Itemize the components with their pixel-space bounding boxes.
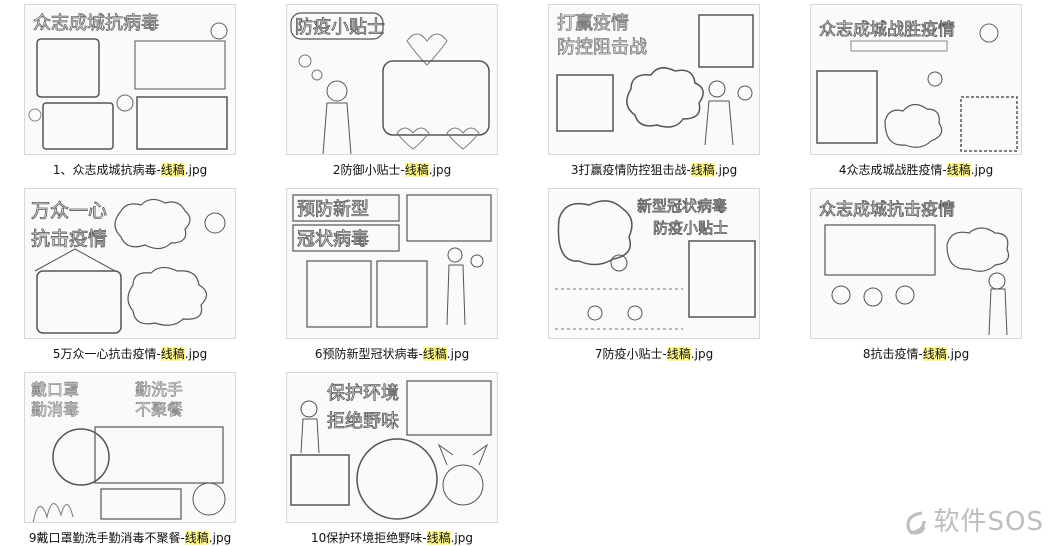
thumbnail-10[interactable]: 保护环境 拒绝野味 xyxy=(286,372,498,523)
svg-text:防控阻击战: 防控阻击战 xyxy=(557,37,647,58)
line-art-7: 新型冠状病毒 防疫小贴士 xyxy=(555,197,756,330)
thumbnail-9[interactable]: 戴口罩 勤消毒 勤洗手 不聚餐 xyxy=(24,372,236,523)
line-art-4: 众志成城战胜疫情 xyxy=(816,20,1018,152)
svg-text:拒绝野味: 拒绝野味 xyxy=(327,411,399,432)
svg-text:防疫小贴士: 防疫小贴士 xyxy=(653,219,728,237)
svg-text:众志成城战胜疫情: 众志成城战胜疫情 xyxy=(819,20,955,40)
line-art-10: 保护环境 拒绝野味 xyxy=(290,380,492,520)
file-name-9[interactable]: 9戴口罩勤洗手勤消毒不聚餐-线稿.jpg xyxy=(28,531,232,545)
file-name-10[interactable]: 10保护环境拒绝野味-线稿.jpg xyxy=(310,531,473,545)
thumbnail-3[interactable]: 打赢疫情 防控阻击战 xyxy=(548,4,760,155)
svg-text:勤消毒: 勤消毒 xyxy=(31,400,79,419)
svg-text:防疫小贴士: 防疫小贴士 xyxy=(295,17,385,38)
thumbnail-5[interactable]: 万众一心 抗击疫情 xyxy=(24,188,236,339)
thumbnail-8[interactable]: 众志成城抗击疫情 xyxy=(810,188,1022,339)
thumbnail-2[interactable]: 防疫小贴士 xyxy=(286,4,498,155)
svg-text:冠状病毒: 冠状病毒 xyxy=(297,229,369,250)
svg-text:打赢疫情: 打赢疫情 xyxy=(557,12,629,34)
file-name-5[interactable]: 5万众一心抗击疫情-线稿.jpg xyxy=(52,347,208,361)
thumbnail-1[interactable]: 众志成城抗病毒 xyxy=(24,4,236,155)
svg-text:不聚餐: 不聚餐 xyxy=(135,400,183,419)
watermark: 软件SOS xyxy=(902,501,1044,538)
line-art-8: 众志成城抗击疫情 xyxy=(819,200,1010,336)
line-art-5: 万众一心 抗击疫情 xyxy=(31,198,226,334)
file-name-7[interactable]: 7防疫小贴士-线稿.jpg xyxy=(594,347,714,361)
line-art-9: 戴口罩 勤消毒 勤洗手 不聚餐 xyxy=(31,380,226,522)
svg-text:预防新型: 预防新型 xyxy=(297,199,369,220)
file-name-6[interactable]: 6预防新型冠状病毒-线稿.jpg xyxy=(314,347,470,361)
file-name-1[interactable]: 1、众志成城抗病毒-线稿.jpg xyxy=(52,163,208,177)
file-name-2[interactable]: 2防御小贴士-线稿.jpg xyxy=(332,163,452,177)
line-art-3: 打赢疫情 防控阻击战 xyxy=(556,12,754,146)
svg-text:勤洗手: 勤洗手 xyxy=(135,380,183,399)
thumbnail-4[interactable]: 众志成城战胜疫情 xyxy=(810,4,1022,155)
watermark-text: 软件SOS xyxy=(933,507,1044,537)
svg-text:抗击疫情: 抗击疫情 xyxy=(31,228,107,250)
svg-text:戴口罩: 戴口罩 xyxy=(31,380,79,399)
line-art-6: 预防新型 冠状病毒 xyxy=(292,194,492,328)
svg-text:众志成城抗病毒: 众志成城抗病毒 xyxy=(33,13,159,34)
thumbnail-6[interactable]: 预防新型 冠状病毒 xyxy=(286,188,498,339)
line-art-1: 众志成城抗病毒 xyxy=(28,13,228,150)
file-name-8[interactable]: 8抗击疫情-线稿.jpg xyxy=(862,347,970,361)
svg-text:众志成城抗击疫情: 众志成城抗击疫情 xyxy=(819,200,955,220)
svg-text:万众一心: 万众一心 xyxy=(31,200,107,222)
file-name-4[interactable]: 4众志成城战胜疫情-线稿.jpg xyxy=(838,163,994,177)
thumbnail-7[interactable]: 新型冠状病毒 防疫小贴士 xyxy=(548,188,760,339)
svg-text:保护环境: 保护环境 xyxy=(327,383,399,404)
svg-text:新型冠状病毒: 新型冠状病毒 xyxy=(637,197,727,215)
file-name-3[interactable]: 3打赢疫情防控狙击战-线稿.jpg xyxy=(570,163,738,177)
watermark-logo-icon xyxy=(906,511,926,535)
line-art-2: 防疫小贴士 xyxy=(290,12,490,154)
